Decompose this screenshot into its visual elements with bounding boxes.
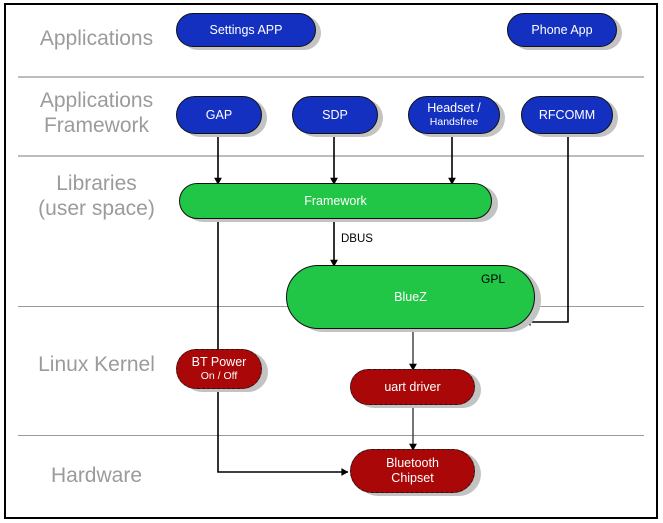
node-sdp[interactable]: SDP: [292, 96, 378, 134]
layer-label-libraries: Libraries (user space): [38, 172, 155, 220]
node-phone-app[interactable]: Phone App: [507, 13, 617, 47]
layer-divider-applications: [18, 76, 644, 78]
node-settings-app-label: Settings APP: [209, 22, 283, 37]
node-bluetooth-chipset-label: Bluetooth: [386, 456, 439, 470]
layer-divider-kernel: [18, 435, 644, 436]
node-gap-label: GAP: [205, 107, 233, 122]
layer-label-applications: Applications: [39, 27, 154, 50]
layer-divider-framework: [18, 155, 644, 157]
node-headset-handsfree-label: Headset /: [427, 101, 481, 115]
layer-label-linux-kernel: Linux Kernel: [38, 353, 155, 376]
node-rfcomm[interactable]: RFCOMM: [521, 96, 613, 134]
layer-label-applications-framework: Applications Framework: [39, 89, 154, 137]
bluez-gpl-tag: GPL: [481, 272, 506, 286]
node-sdp-label: SDP: [322, 107, 348, 122]
node-phone-app-label: Phone App: [531, 22, 593, 37]
layer-label-hardware: Hardware: [50, 464, 143, 487]
node-framework-label: Framework: [304, 193, 367, 208]
node-headset-handsfree[interactable]: Headset / Handsfree: [408, 96, 500, 134]
node-uart-driver[interactable]: uart driver: [350, 369, 475, 405]
node-bluetooth-chipset-sublabel: Chipset: [391, 471, 434, 485]
diagram-frame: [4, 3, 658, 519]
node-headset-handsfree-sublabel: Handsfree: [429, 116, 479, 128]
node-gap[interactable]: GAP: [176, 96, 262, 134]
node-bluez-label: BlueZ: [394, 289, 427, 304]
dbus-wire-label: DBUS: [341, 233, 373, 245]
node-bt-power[interactable]: BT Power On / Off: [176, 349, 262, 389]
node-bt-power-label: BT Power: [191, 355, 247, 369]
node-bluetooth-chipset[interactable]: Bluetooth Chipset: [350, 449, 475, 493]
node-uart-driver-label: uart driver: [384, 379, 441, 394]
node-bt-power-sublabel: On / Off: [200, 370, 238, 382]
node-framework[interactable]: Framework: [179, 183, 492, 219]
node-bluez[interactable]: BlueZ: [286, 265, 535, 329]
node-settings-app[interactable]: Settings APP: [176, 13, 316, 47]
node-rfcomm-label: RFCOMM: [538, 107, 596, 122]
